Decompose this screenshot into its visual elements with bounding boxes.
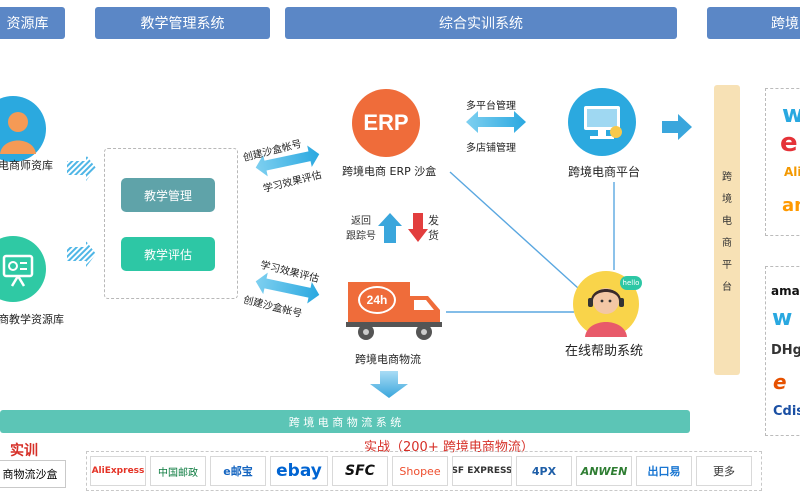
carrier-logo-4px: 4PX (516, 456, 572, 486)
header-resource-lib: 资源库 (0, 7, 65, 39)
right-logo-amazon-2: amaz (771, 284, 800, 298)
erp-icon: ERP (352, 89, 420, 157)
carrier-logo-ebay: ebay (270, 456, 328, 486)
side-platform-char: 境 (722, 193, 732, 205)
multi-store-label: 多店铺管理 (466, 143, 516, 154)
arrow-platform-right (662, 114, 692, 140)
carrier-logo-anwen: ANWEN (576, 456, 632, 486)
right-logo-wish: w (782, 100, 800, 128)
header-cross-border: 跨境 (707, 7, 800, 39)
platform-label: 跨境电商平台 (568, 165, 641, 179)
right-logo-ebay-2: e (773, 370, 787, 394)
header-teaching-mgmt: 教学管理系统 (95, 7, 270, 39)
carrier-logo-aliexpress: AliExpress (90, 456, 146, 486)
help-system-label: 在线帮助系统 (565, 344, 644, 359)
side-platform-char: 平 (722, 259, 732, 271)
double-arrow-top (255, 145, 320, 177)
teaching-eval-button[interactable]: 教学评估 (121, 237, 215, 271)
right-logo-dhgate: DHg (771, 343, 800, 358)
carrier-panel (86, 451, 762, 491)
carrier-logo-shopee: Shopee (392, 456, 448, 486)
teacher-lib-label: 电商师资库 (0, 159, 53, 172)
erp-label: 跨境电商 ERP 沙盒 (342, 165, 437, 178)
carrier-logo-eub: e邮宝 (210, 456, 266, 486)
ship-label: 发 货 (428, 214, 439, 242)
header-training-system: 综合实训系统 (285, 7, 677, 39)
platform-icon (568, 88, 636, 156)
carrier-logo-sf-express: SF EXPRESS (452, 456, 512, 486)
arrow-down-ship (408, 213, 428, 242)
arrow-up-return (378, 213, 402, 243)
teaching-mgmt-box (104, 148, 238, 299)
right-logos-bottom-panel (765, 266, 800, 436)
side-platform-char: 台 (722, 281, 732, 293)
hello-bubble: hello (620, 276, 642, 290)
right-logo-cdiscount: Cdis (773, 404, 800, 419)
arrow-left-bottom (67, 241, 96, 267)
logistics-system-bar: 跨 境 电 商 物 流 系 统 (0, 410, 690, 433)
right-logo-wish-2: w (772, 306, 793, 331)
logistics-label: 跨境电商物流 (355, 353, 421, 366)
right-logos-top-panel (765, 88, 800, 236)
multi-platform-label: 多平台管理 (466, 101, 516, 112)
practice-title: 实训 (10, 443, 38, 459)
arrow-left-top (67, 155, 96, 181)
double-arrow-bottom (255, 272, 320, 304)
arrow-down-logistics (370, 371, 408, 398)
right-logo-amazon: am (782, 195, 800, 216)
carrier-logo-chukouyi: 出口易 (636, 456, 692, 486)
carrier-logo-sfc: SFC (332, 456, 388, 486)
teaching-res-label: 商教学资源库 (0, 313, 64, 326)
truck-24h-badge: 24h (358, 286, 396, 314)
teacher-lib-icon (0, 96, 46, 162)
truck-icon (346, 278, 446, 342)
carrier-more-button[interactable]: 更多 (696, 456, 752, 486)
practice-sandbox-item: 商物流沙盒 (0, 460, 66, 488)
side-platform-bar: 跨 境 电 商 平 台 (714, 85, 740, 375)
line-erp-help (449, 171, 579, 289)
teaching-mgmt-button[interactable]: 教学管理 (121, 178, 215, 212)
teaching-res-icon (0, 236, 46, 302)
right-logo-ebay: e (780, 128, 798, 158)
return-tracking-label: 返回 跟踪号 (346, 216, 376, 242)
side-platform-char: 商 (722, 237, 732, 249)
carrier-logo-china-post: 中国邮政 (150, 456, 206, 486)
side-platform-char: 电 (722, 215, 732, 227)
right-logo-ali: Ali (784, 165, 800, 179)
side-platform-char: 跨 (722, 171, 732, 183)
double-arrow-erp-platform (466, 111, 526, 133)
